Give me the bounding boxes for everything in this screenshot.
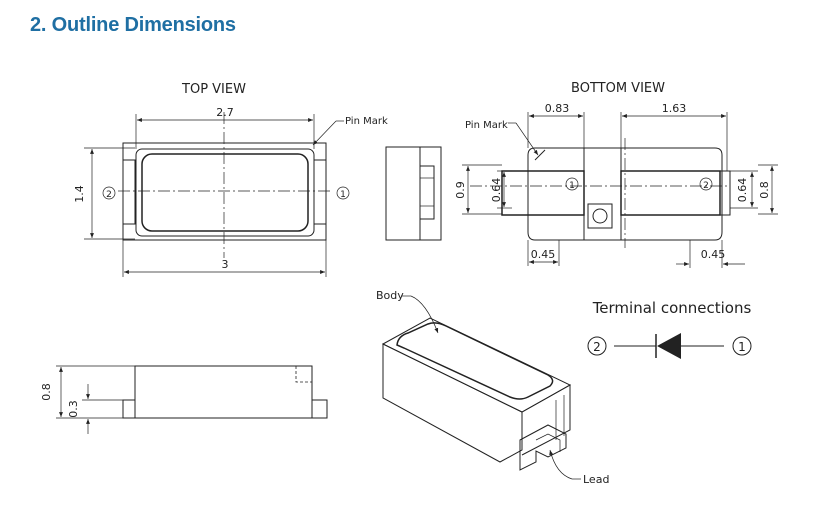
diode-symbol — [657, 333, 681, 359]
end-view-lead — [419, 165, 435, 220]
end-view-body — [385, 146, 442, 241]
side-view-hidden-line — [295, 366, 312, 383]
dim-bottom-left-inner-label: 0.64 — [490, 178, 503, 203]
terminal-pin-2-circle — [587, 336, 607, 356]
iso-lead-label: Lead — [583, 473, 609, 486]
dim-bottom-bottom-left-label: 0.45 — [531, 248, 556, 261]
iso-body-leader — [410, 295, 439, 334]
bottom-pin-mark-label: Pin Mark — [465, 120, 508, 131]
iso-side-face — [521, 384, 571, 456]
dim-side-total-label: 0.8 — [40, 383, 53, 401]
top-pin-2-circle — [102, 186, 116, 200]
top-pin-mark-leader — [312, 120, 337, 146]
dim-bottom-bottom-right-label: 0.45 — [701, 248, 726, 261]
bottom-view-outline — [527, 147, 723, 241]
bottom-pin-2-circle — [699, 177, 713, 191]
side-view-body — [122, 365, 328, 419]
bottom-polarity-dot — [592, 208, 608, 224]
iso-window — [396, 322, 554, 400]
iso-body-label: Body — [376, 289, 404, 302]
bottom-pad-2 — [620, 170, 721, 216]
dim-bottom-right-outer-label: 0.8 — [758, 181, 771, 199]
dim-bottom-right-inner-label: 0.64 — [736, 178, 749, 203]
top-pin-mark-label: Pin Mark — [345, 116, 388, 127]
top-view-body — [122, 142, 327, 241]
section-title: 2. Outline Dimensions — [30, 14, 236, 36]
top-view: TOP VIEW 2.7 3 1.4 2 1 — [73, 82, 388, 277]
terminal-pin-2-label: 2 — [593, 340, 601, 354]
top-view-window — [141, 153, 309, 232]
top-view-lead-left — [122, 159, 136, 225]
dim-top-width-label: 2.7 — [216, 106, 234, 119]
dim-bottom-top-left-label: 0.83 — [545, 102, 570, 115]
bottom-pin-1-circle — [565, 177, 579, 191]
top-pin-2-label: 2 — [106, 190, 112, 200]
dim-bottom-top-right-label: 1.63 — [662, 102, 687, 115]
top-pin-1-label: 1 — [340, 190, 346, 200]
dim-side-lead-label: 0.3 — [67, 400, 80, 418]
top-pin-1-circle — [336, 186, 350, 200]
bottom-pin-2-label: 2 — [703, 181, 709, 191]
bottom-polarity-mark — [587, 203, 613, 229]
bottom-view-title: BOTTOM VIEW — [571, 81, 665, 96]
top-view-lead-right — [313, 159, 327, 225]
bottom-pad-2-tip — [719, 170, 731, 216]
terminal-pin-1-circle — [732, 336, 752, 356]
side-view: 0.8 0.3 — [40, 365, 328, 434]
iso-view: Body Lead — [376, 289, 609, 486]
bottom-view: BOTTOM VIEW 0.83 1.63 Pin Mark — [454, 81, 778, 268]
iso-front-face — [382, 343, 523, 463]
bottom-pin-mark-leader — [515, 122, 539, 156]
iso-lead-leader — [549, 449, 573, 480]
bottom-pad-1 — [501, 170, 585, 216]
terminal-pin-1-label: 1 — [738, 340, 746, 354]
end-view — [385, 146, 442, 241]
dim-top-height-label: 1.4 — [73, 185, 86, 203]
bottom-pin-1-label: 1 — [569, 181, 575, 191]
iso-lead — [519, 424, 567, 471]
terminal-title: Terminal connections — [592, 299, 752, 317]
top-view-frame — [135, 148, 315, 237]
terminal-connections: Terminal connections 2 1 — [587, 299, 752, 359]
top-view-title: TOP VIEW — [181, 82, 246, 97]
dim-bottom-left-outer-label: 0.9 — [454, 181, 467, 199]
dim-top-length-label: 3 — [222, 258, 229, 271]
